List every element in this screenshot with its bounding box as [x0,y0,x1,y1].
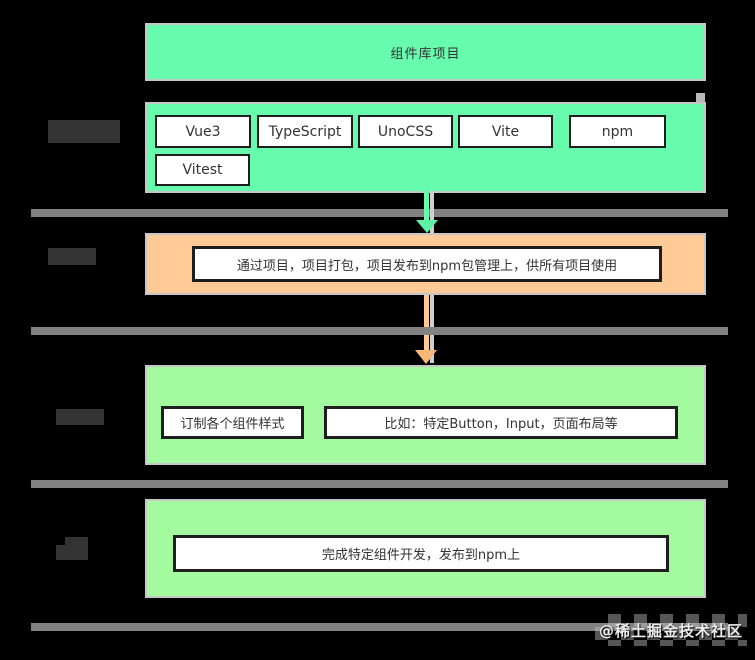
divider-4 [31,623,728,631]
section-label-block-3 [56,409,104,425]
custom-style-box: 订制各个组件样式 [161,406,304,439]
section-label-block-2 [48,248,96,265]
purpose-box: 通过项目，项目打包，项目发布到npm包管理上，供所有项目使用 [192,246,662,282]
label-block-fragment [56,545,88,560]
watermark: @稀土掘金技术社区 [595,614,747,646]
tech-stack-panel: Vue3 TypeScript UnoCSS Vite npm Vitest [145,102,706,193]
tech-item-npm: npm [569,115,666,148]
purpose-panel: 通过项目，项目打包，项目发布到npm包管理上，供所有项目使用 [145,233,706,295]
release-panel: 完成特定组件开发，发布到npm上 [145,499,706,598]
section-label-block-1 [48,120,120,143]
customization-panel: 订制各个组件样式 比如：特定Button，Input，页面布局等 [145,365,706,465]
divider-1 [31,209,728,217]
label-block-fragment [65,537,88,547]
arrow-shaft [424,295,429,352]
arrowhead-down-icon [416,220,438,233]
arrow-shadow [430,191,434,233]
custom-example-box: 比如：特定Button，Input，页面布局等 [324,406,678,439]
divider-2 [31,327,728,335]
divider-3 [31,480,728,488]
tech-item-unocss: UnoCSS [358,115,453,148]
tech-item-vite: Vite [458,115,553,148]
tech-item-typescript: TypeScript [257,115,353,148]
tech-item-vitest: Vitest [155,154,250,186]
arrowhead-down-icon [415,350,437,364]
corner-notch [696,93,705,104]
flow-arrow-down-1 [410,191,450,235]
arrow-shaft [424,191,429,222]
tech-item-vue3: Vue3 [155,115,251,148]
project-title-text: 组件库项目 [390,46,461,62]
release-box: 完成特定组件开发，发布到npm上 [173,535,669,572]
section-label-block-4 [56,537,88,560]
watermark-text: @稀土掘金技术社区 [598,621,743,640]
project-title-banner: 组件库项目 [145,23,706,81]
